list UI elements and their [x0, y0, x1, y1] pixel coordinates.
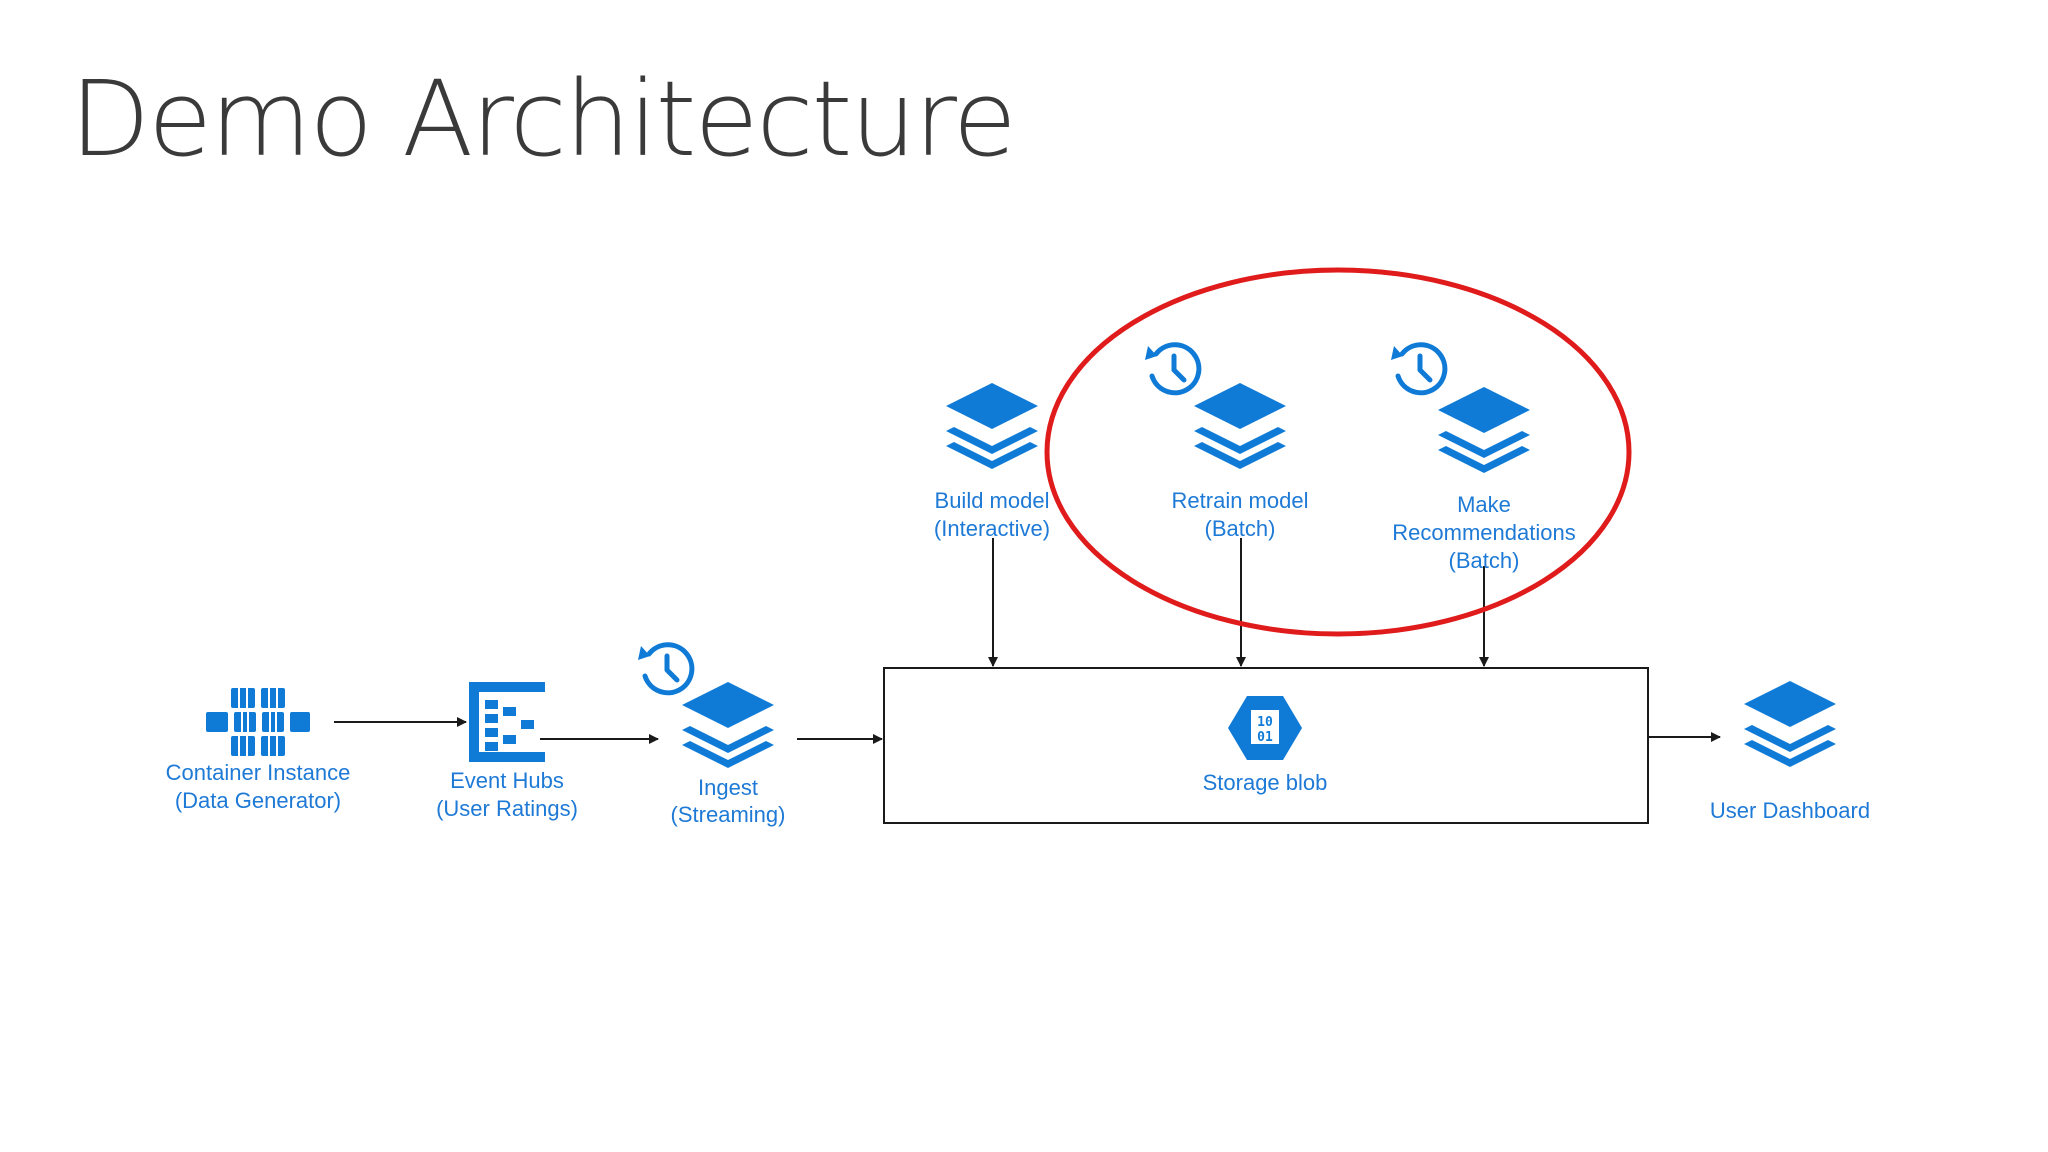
container-instance-label: Container Instance — [166, 760, 351, 785]
make-recommendations-label: Make — [1457, 492, 1511, 517]
build-model-label: Build model — [935, 488, 1050, 513]
container-instance-icon — [206, 688, 310, 756]
build-model-sublabel: (Interactive) — [934, 516, 1050, 541]
make-recommendations-sublabel: (Batch) — [1449, 548, 1520, 573]
make-recommendations-label-2: Recommendations — [1392, 520, 1575, 545]
user-dashboard-label: User Dashboard — [1710, 798, 1870, 823]
databricks-layers-icon — [946, 383, 1038, 469]
schedule-clock-icon — [1391, 345, 1445, 393]
retrain-model-label: Retrain model — [1172, 488, 1309, 513]
node-make-recommendations: Make Recommendations (Batch) — [1391, 345, 1576, 573]
storage-boundary-box — [883, 667, 1649, 824]
connectors — [334, 538, 1721, 744]
databricks-layers-icon — [1744, 681, 1836, 767]
event-hubs-label: Event Hubs — [450, 768, 564, 793]
node-event-hubs: Event Hubs (User Ratings) — [436, 682, 578, 821]
schedule-clock-icon — [1145, 345, 1199, 393]
retrain-model-sublabel: (Batch) — [1205, 516, 1276, 541]
schedule-clock-icon — [638, 645, 692, 693]
storage-blob-icon: 10 01 — [1228, 696, 1302, 760]
event-hubs-sublabel: (User Ratings) — [436, 796, 578, 821]
container-instance-sublabel: (Data Generator) — [175, 788, 341, 813]
databricks-layers-icon — [1438, 387, 1530, 473]
storage-blob-label: Storage blob — [1203, 770, 1328, 795]
node-storage-blob: 10 01 Storage blob — [1203, 696, 1328, 795]
node-build-model: Build model (Interactive) — [934, 383, 1050, 541]
svg-text:10: 10 — [1257, 715, 1273, 730]
node-container-instance: Container Instance (Data Generator) — [166, 688, 351, 813]
databricks-layers-icon — [682, 682, 774, 768]
slide-title: Demo Architecture — [70, 58, 1017, 180]
node-ingest: Ingest (Streaming) — [638, 645, 785, 827]
highlight-ellipse — [1044, 267, 1632, 637]
ingest-label: Ingest — [698, 775, 758, 800]
ingest-sublabel: (Streaming) — [671, 802, 786, 827]
node-retrain-model: Retrain model (Batch) — [1145, 345, 1308, 541]
node-user-dashboard: User Dashboard — [1710, 681, 1870, 823]
event-hubs-icon — [469, 682, 545, 762]
svg-text:01: 01 — [1257, 730, 1273, 745]
databricks-layers-icon — [1194, 383, 1286, 469]
